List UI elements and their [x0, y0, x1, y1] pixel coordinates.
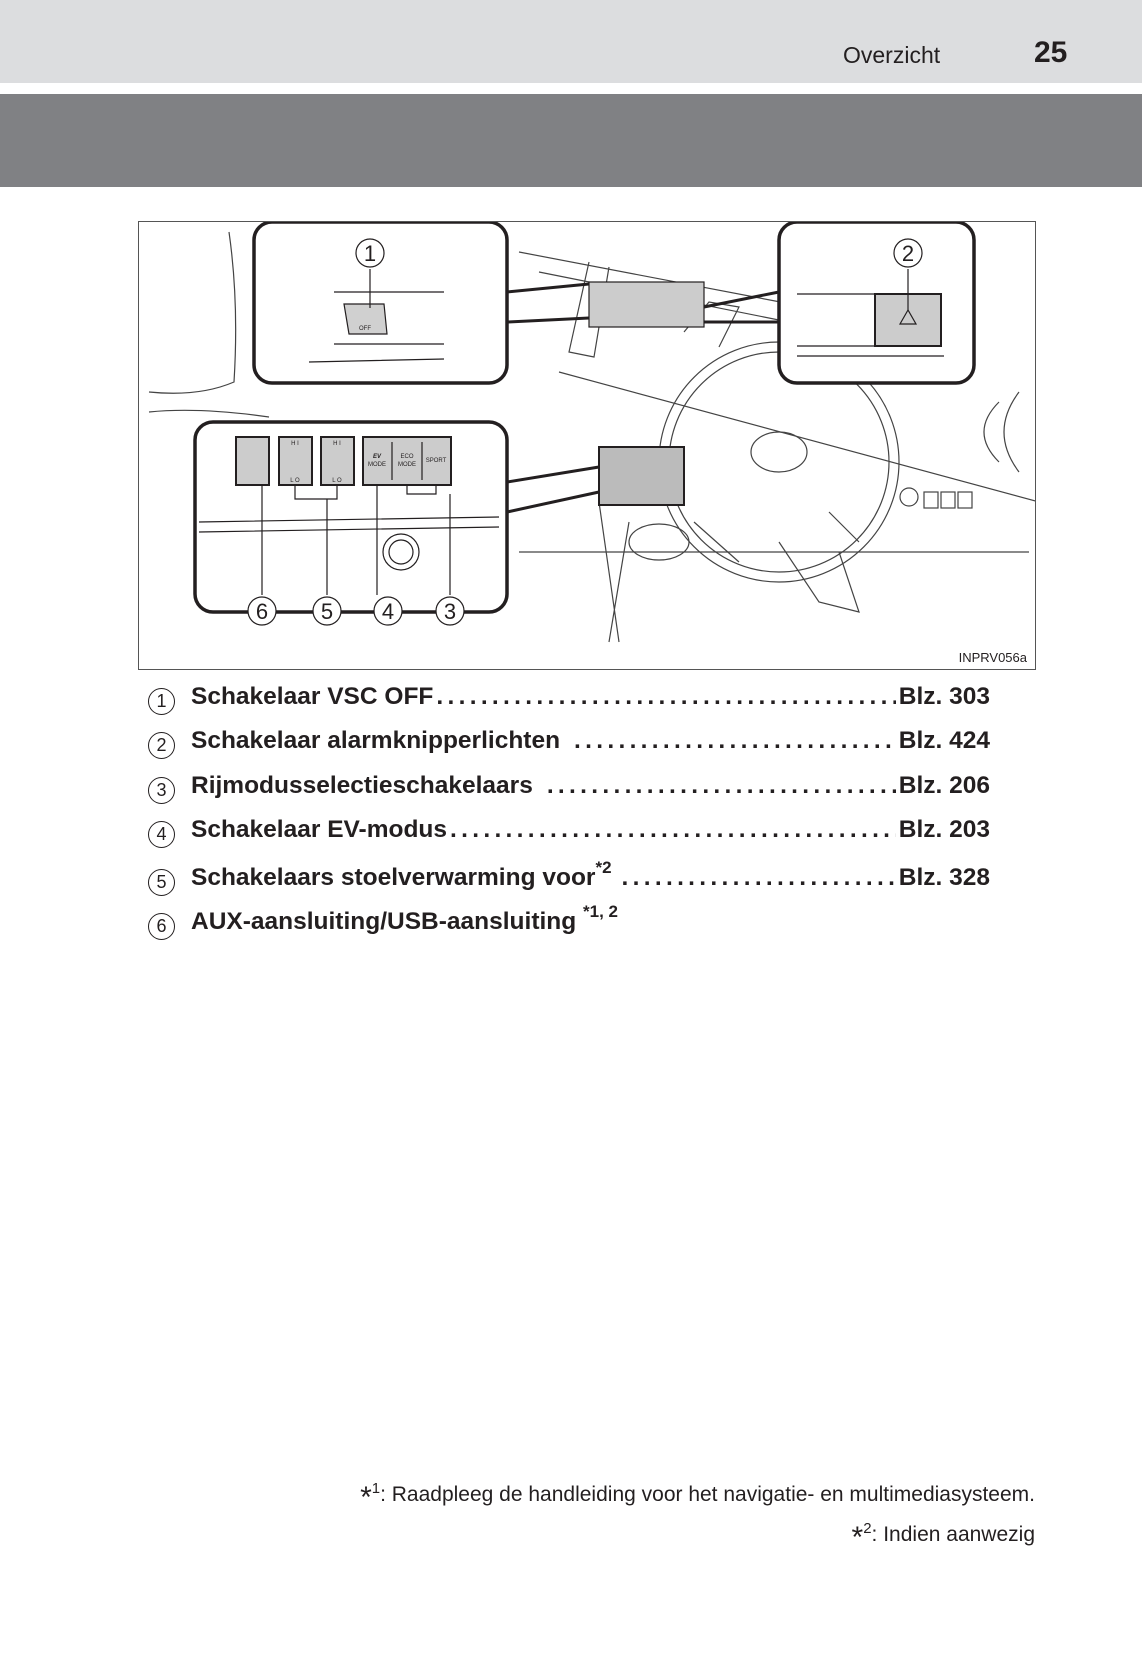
page-ref: Blz. 203 [898, 816, 990, 844]
svg-text:H I: H I [291, 441, 299, 447]
svg-text:6: 6 [256, 599, 268, 624]
svg-text:ECO: ECO [400, 454, 413, 460]
footnote-2: *2: Indien aanwezig [851, 1520, 1035, 1554]
svg-text:4: 4 [382, 599, 394, 624]
svg-text:EV: EV [373, 454, 382, 460]
dashboard-illustration: OFF 1 2 H I L O H I L O EV MODE ECO [138, 221, 1036, 670]
svg-text:5: 5 [321, 599, 333, 624]
page-number: 25 [1034, 36, 1068, 69]
page-ref: Blz. 303 [898, 683, 990, 710]
footnote-1: *1: Raadpleeg de handleiding voor het na… [360, 1480, 1035, 1514]
svg-text:1: 1 [364, 241, 376, 266]
header-band [0, 0, 1142, 83]
svg-text:3: 3 [444, 599, 456, 624]
callout-box-vsc [252, 222, 509, 385]
svg-text:L O: L O [332, 478, 342, 484]
svg-text:L O: L O [290, 478, 300, 484]
svg-text:OFF: OFF [359, 326, 371, 332]
svg-text:H I: H I [333, 441, 341, 447]
section-band [0, 94, 1142, 187]
svg-text:MODE: MODE [398, 462, 416, 468]
page-ref: Blz. 206 [898, 771, 990, 799]
page-ref: Blz. 328 [898, 863, 990, 891]
svg-text:SPORT: SPORT [426, 458, 447, 464]
svg-text:2: 2 [902, 241, 914, 266]
page-ref: Blz. 424 [898, 727, 990, 755]
section-title: Overzicht [843, 42, 941, 68]
figure-code: INPRV056a [958, 650, 1027, 665]
svg-text:MODE: MODE [368, 462, 386, 468]
